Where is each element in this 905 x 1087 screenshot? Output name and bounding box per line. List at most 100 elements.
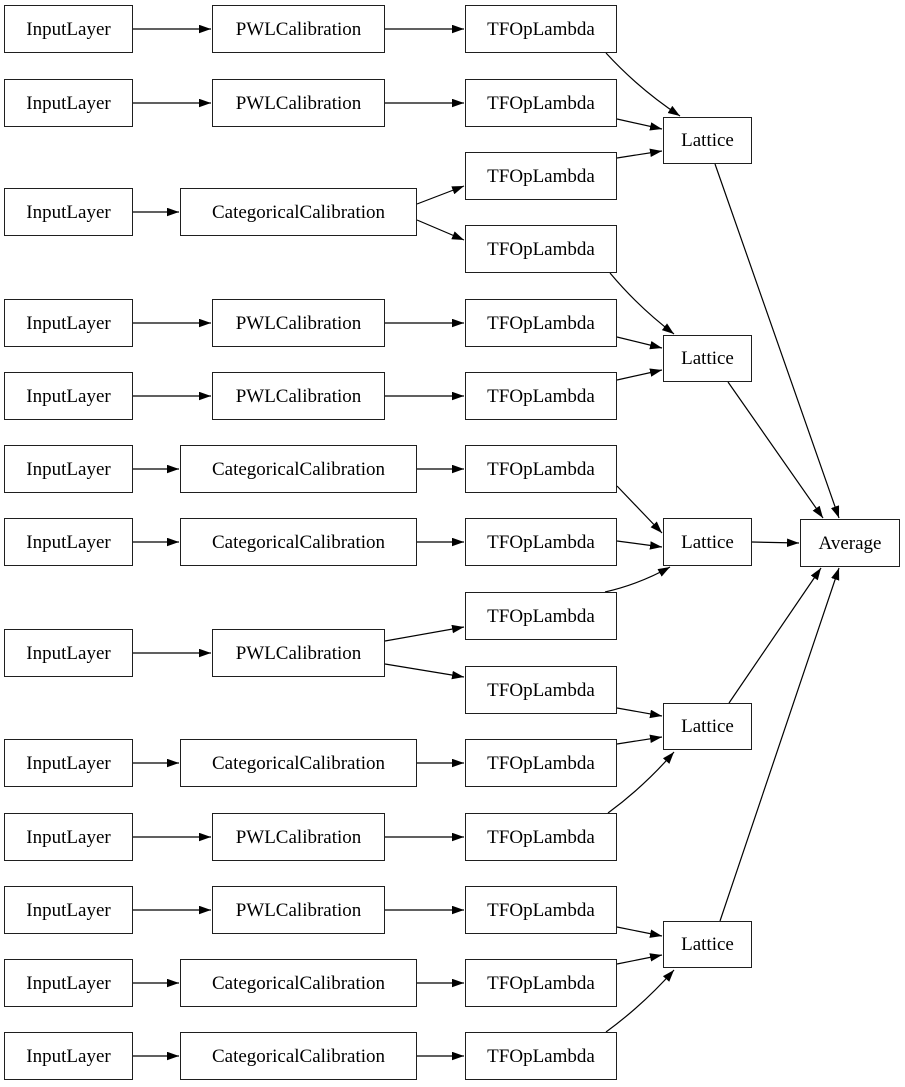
node-tf9: TFOpLambda — [465, 592, 617, 640]
edge-tf9-lat3 — [604, 566, 671, 593]
node-in5: InputLayer — [4, 372, 133, 420]
node-tf6: TFOpLambda — [465, 372, 617, 420]
node-label: Lattice — [681, 531, 734, 553]
node-label: InputLayer — [26, 201, 111, 223]
node-label: InputLayer — [26, 385, 111, 407]
node-cal7: CategoricalCalibration — [180, 518, 417, 566]
node-cal3: CategoricalCalibration — [180, 188, 417, 236]
node-in11: InputLayer — [4, 886, 133, 934]
edge-lat3-avg — [751, 538, 800, 547]
node-label: TFOpLambda — [487, 165, 595, 187]
node-label: CategoricalCalibration — [211, 201, 386, 223]
node-in9: InputLayer — [4, 739, 133, 787]
node-label: Average — [818, 532, 882, 554]
edge-tf6-lat2 — [616, 368, 663, 381]
edge-tf5-lat2 — [616, 336, 663, 350]
node-label: PWLCalibration — [235, 385, 362, 407]
node-in4: InputLayer — [4, 299, 133, 347]
edge-tf8-lat3 — [616, 540, 663, 550]
node-tf12: TFOpLambda — [465, 813, 617, 861]
node-label: InputLayer — [26, 92, 111, 114]
node-label: Lattice — [681, 130, 734, 151]
node-label: Lattice — [681, 934, 734, 955]
node-in2: InputLayer — [4, 79, 133, 127]
edge-tf11-lat4 — [616, 734, 663, 745]
node-label: TFOpLambda — [487, 18, 595, 40]
node-label: Lattice — [681, 348, 734, 369]
edge-tf10-lat4 — [616, 707, 663, 719]
node-cal9: CategoricalCalibration — [180, 739, 417, 787]
node-label: CategoricalCalibration — [211, 1045, 386, 1067]
node-tf7: TFOpLambda — [465, 445, 617, 493]
node-in13: InputLayer — [4, 1032, 133, 1080]
node-label: TFOpLambda — [487, 752, 595, 774]
node-label: InputLayer — [26, 458, 111, 480]
node-label: TFOpLambda — [487, 92, 595, 114]
node-tf5: TFOpLambda — [465, 299, 617, 347]
edge-lat1-avg — [714, 163, 840, 519]
node-tf4: TFOpLambda — [465, 225, 617, 273]
node-label: InputLayer — [26, 972, 111, 994]
node-label: TFOpLambda — [487, 531, 595, 553]
node-cal2: PWLCalibration — [212, 79, 385, 127]
edge-lat5-avg — [719, 567, 840, 922]
edge-lat2-avg — [727, 381, 824, 519]
node-cal5: PWLCalibration — [212, 372, 385, 420]
edge-tf15-lat5 — [605, 969, 675, 1033]
node-avg: Average — [800, 519, 900, 567]
node-label: TFOpLambda — [487, 238, 595, 260]
node-label: InputLayer — [26, 1045, 111, 1067]
node-label: TFOpLambda — [487, 972, 595, 994]
edge-tf7-lat3 — [616, 485, 663, 534]
node-label: TFOpLambda — [487, 458, 595, 480]
node-in7: InputLayer — [4, 518, 133, 566]
node-label: InputLayer — [26, 531, 111, 553]
node-lat1: Lattice — [663, 117, 752, 164]
node-in3: InputLayer — [4, 188, 133, 236]
node-lat2: Lattice — [663, 335, 752, 382]
edge-tf14-lat5 — [616, 953, 663, 965]
node-cal4: PWLCalibration — [212, 299, 385, 347]
node-label: CategoricalCalibration — [211, 531, 386, 553]
node-in1: InputLayer — [4, 5, 133, 53]
node-in10: InputLayer — [4, 813, 133, 861]
edge-tf13-lat5 — [616, 926, 663, 938]
edge-cal3-tf3 — [416, 185, 465, 205]
node-label: InputLayer — [26, 752, 111, 774]
node-label: InputLayer — [26, 899, 111, 921]
node-tf2: TFOpLambda — [465, 79, 617, 127]
node-cal6: CategoricalCalibration — [180, 445, 417, 493]
node-label: TFOpLambda — [487, 826, 595, 848]
edge-tf12-lat4 — [607, 751, 675, 814]
node-label: Lattice — [681, 716, 734, 737]
node-label: PWLCalibration — [235, 899, 362, 921]
node-label: TFOpLambda — [487, 312, 595, 334]
node-tf10: TFOpLambda — [465, 666, 617, 714]
edge-lat4-avg — [728, 567, 822, 704]
edge-group — [133, 24, 840, 1061]
edge-tf2-lat1 — [616, 118, 663, 131]
node-label: CategoricalCalibration — [211, 458, 386, 480]
node-tf13: TFOpLambda — [465, 886, 617, 934]
node-label: InputLayer — [26, 312, 111, 334]
node-cal10: PWLCalibration — [212, 813, 385, 861]
node-label: PWLCalibration — [235, 642, 362, 664]
node-lat3: Lattice — [663, 518, 752, 566]
node-label: PWLCalibration — [235, 826, 362, 848]
node-label: InputLayer — [26, 18, 111, 40]
node-label: CategoricalCalibration — [211, 752, 386, 774]
edge-tf3-lat1 — [616, 148, 663, 159]
node-label: TFOpLambda — [487, 899, 595, 921]
node-tf8: TFOpLambda — [465, 518, 617, 566]
node-label: TFOpLambda — [487, 385, 595, 407]
node-lat4: Lattice — [663, 703, 752, 750]
node-cal12: CategoricalCalibration — [180, 959, 417, 1007]
edge-tf1-lat1 — [605, 52, 681, 117]
node-label: TFOpLambda — [487, 1045, 595, 1067]
node-label: PWLCalibration — [235, 18, 362, 40]
node-cal1: PWLCalibration — [212, 5, 385, 53]
node-label: PWLCalibration — [235, 312, 362, 334]
node-label: TFOpLambda — [487, 605, 595, 627]
